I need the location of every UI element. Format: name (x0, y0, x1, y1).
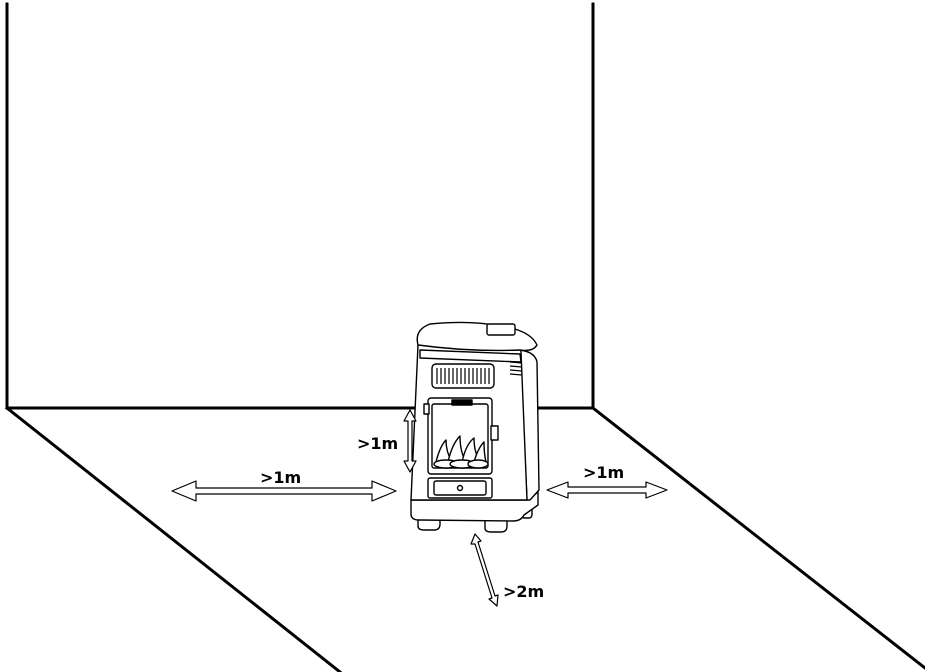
right-clearance-arrow (546, 481, 668, 499)
right-floor-edge (590, 405, 925, 670)
front-clearance-label: >2m (503, 582, 544, 601)
left-clearance-label: >1m (260, 468, 301, 487)
double-headed-arrow-icon (171, 409, 668, 607)
room-walls (4, 2, 925, 672)
back-clearance-arrow (403, 409, 417, 473)
left-floor-edge (4, 405, 343, 672)
right-clearance-label: >1m (583, 463, 624, 482)
back-clearance-label: >1m (357, 434, 398, 453)
left-clearance-arrow (171, 480, 397, 502)
cabinet-heater-icon (410, 321, 540, 533)
front-clearance-arrow (470, 533, 499, 607)
